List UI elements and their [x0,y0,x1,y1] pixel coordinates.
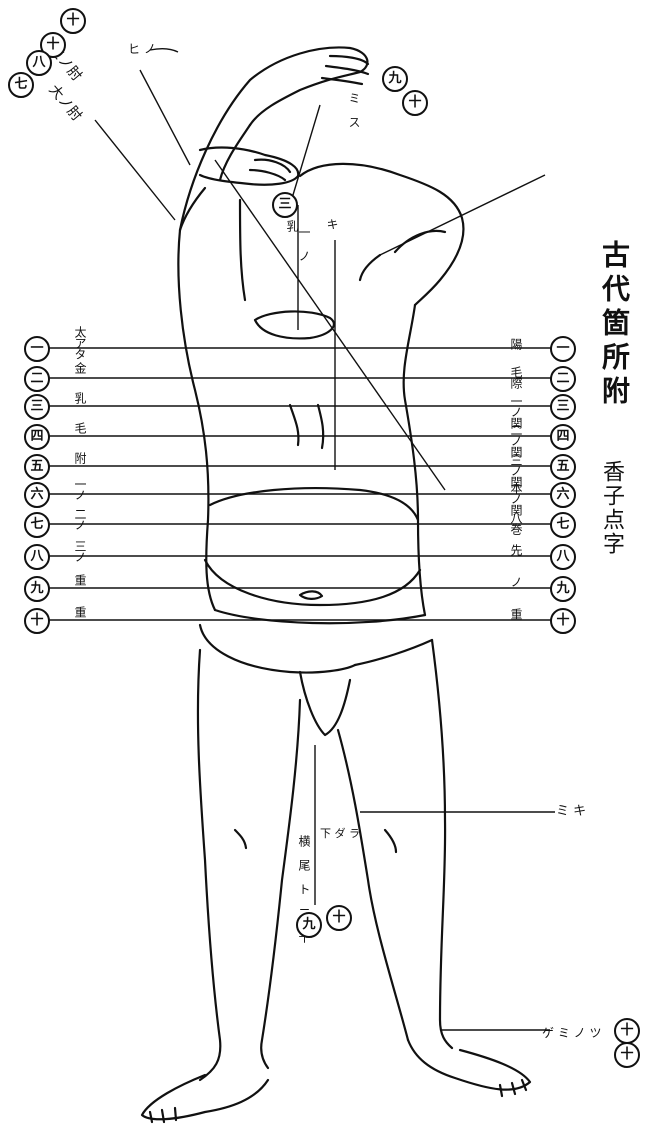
right-number-6: 六 [550,482,576,508]
right-number-4: 四 [550,424,576,450]
right-label-10: 重 [510,608,522,619]
loincloth-drape [300,672,350,735]
right-label-6: 本ノ関 [510,482,522,515]
left-label-3: 乳 [74,392,86,403]
left-leg-inner [261,700,300,1068]
left-leg-outer [198,650,220,1080]
head-number-4: 七 [8,72,34,98]
right-label-2: 毛際 [510,366,522,388]
left-label-10: 重 [74,606,86,617]
shoulder-left [180,188,205,230]
left-number-5: 五 [24,454,50,480]
upper-arm-inner [220,125,250,180]
chest-curve [255,311,334,338]
right-label-7: 八巻 [510,512,522,534]
left-label-7: 二ノ [74,508,86,530]
hand-top [322,56,368,84]
belly-curve [210,488,418,520]
head-right-label: ミ ス [348,92,360,127]
foot-right-label: ゲ ミ ノ ツ [542,1024,601,1041]
foot-number-2: 十 [614,1042,640,1068]
left-label-1: 太アタ [74,326,86,359]
chest-right-label: キ [326,218,338,229]
left-label-6: 一ノ [74,478,86,500]
navel [300,591,322,599]
left-label-2: 金 [74,362,86,373]
right-number-3: 三 [550,394,576,420]
top-tick-label: ヒ ノ [128,40,156,57]
right-knee [385,830,396,852]
right-label-1: 陽 [510,338,522,349]
left-number-8: 八 [24,544,50,570]
right-number-2: 二 [550,366,576,392]
crotch-label-1: 下 ダ ラ [320,825,360,841]
right-number-9: 九 [550,576,576,602]
diagram-subtitle: 香子点字 [600,460,622,556]
left-number-2: 二 [24,366,50,392]
right-number-7: 七 [550,512,576,538]
head-number-1: 十 [60,8,86,34]
torso-right [404,305,425,615]
left-label-8: 三ノ [74,540,86,562]
crotch-number-1: 十 [326,905,352,931]
right-label-9: ノ [510,576,522,587]
left-number-10: 十 [24,608,50,634]
left-label-4: 毛 [74,422,86,433]
right-arm-inner [360,231,445,280]
left-number-4: 四 [24,424,50,450]
left-foot [142,1075,268,1119]
right-head-number-1: 九 [382,66,408,92]
right-number-1: 一 [550,336,576,362]
right-arm-outline [300,164,463,305]
armpit-left [240,200,245,300]
pointer-diagonal-2 [95,120,175,220]
left-number-3: 三 [24,394,50,420]
right-label-4: 二ノ関 [510,424,522,457]
loincloth-top [215,610,425,623]
chest-mid-label: 一 ノ [298,226,310,261]
forearm-hand [250,160,290,180]
belly-ribs-2 [318,405,323,448]
shoulder-number: 三 [272,192,298,218]
right-label-8: 先 [510,544,522,555]
pointer-diagonal-1 [140,70,190,165]
left-number-6: 六 [24,482,50,508]
loincloth-fold-left [200,625,355,673]
left-number-9: 九 [24,576,50,602]
left-number-1: 一 [24,336,50,362]
left-number-7: 七 [24,512,50,538]
belly-ribs-1 [290,405,298,445]
loincloth-fold-right [355,640,432,665]
right-leg-inner [338,730,408,1040]
right-number-8: 八 [550,544,576,570]
left-label-5: 附 [74,452,86,463]
left-label-9: 重 [74,574,86,585]
left-knee [235,830,246,848]
pointer-diagonal-3 [215,160,445,490]
head-number-3: 八 [26,50,52,76]
torso-left [178,230,215,610]
pointer-diagonal-4 [290,105,320,205]
foot-number-1: 十 [614,1018,640,1044]
diagram-title: 古代箇所附 [600,240,628,410]
right-head-number-2: 十 [402,90,428,116]
right-number-10: 十 [550,608,576,634]
crotch-number-2: 九 [296,912,322,938]
right-leg-outer [432,640,452,1048]
knee-right-label: ミ キ [556,800,586,819]
right-number-5: 五 [550,454,576,480]
